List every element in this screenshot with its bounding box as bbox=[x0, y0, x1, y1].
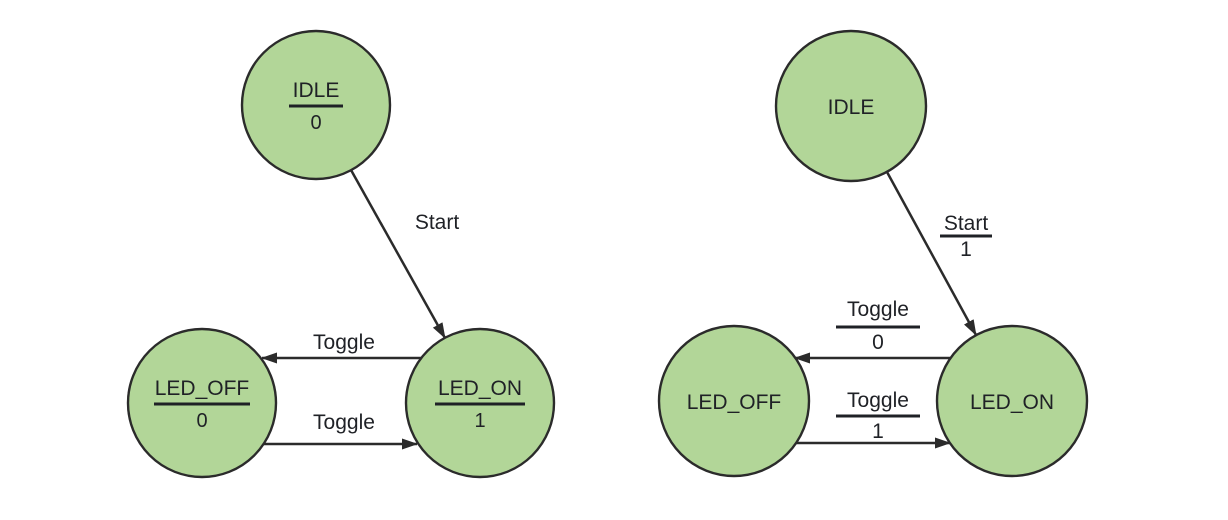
transition-input-label: Toggle bbox=[847, 298, 909, 321]
mealy-state-led-on: LED_ON bbox=[935, 324, 1089, 478]
mealy-diagram: Start 1 Toggle 0 Toggle 1 IDLE LED_OFF bbox=[657, 29, 1089, 478]
mealy-transition-start: Start 1 bbox=[885, 171, 992, 336]
transition-arrow-idle-to-ledon bbox=[885, 171, 978, 336]
moore-state-led-off: LED_OFF 0 bbox=[126, 327, 278, 479]
transition-label: Start bbox=[415, 211, 460, 234]
state-name: LED_ON bbox=[438, 377, 522, 400]
state-name: LED_OFF bbox=[155, 377, 250, 400]
moore-diagram: Start Toggle Toggle IDLE 0 LED_OFF 0 bbox=[126, 29, 556, 479]
transition-output-label: 1 bbox=[960, 238, 972, 261]
state-output: 1 bbox=[474, 410, 485, 432]
transition-input-label: Start bbox=[944, 212, 989, 235]
transition-input-label: Toggle bbox=[847, 389, 909, 412]
moore-transition-toggle-bottom: Toggle bbox=[264, 411, 418, 450]
state-name: IDLE bbox=[828, 96, 875, 119]
transition-output-label: 0 bbox=[872, 331, 884, 354]
moore-transition-start: Start bbox=[349, 169, 460, 339]
moore-transition-toggle-top: Toggle bbox=[261, 331, 421, 364]
state-output: 0 bbox=[196, 410, 207, 432]
state-circle-led-on bbox=[935, 324, 1089, 478]
state-name: LED_OFF bbox=[687, 391, 782, 414]
state-name: IDLE bbox=[293, 79, 340, 102]
state-output: 0 bbox=[310, 112, 321, 134]
transition-output-label: 1 bbox=[872, 420, 884, 443]
moore-state-led-on: LED_ON 1 bbox=[404, 327, 556, 479]
mealy-state-led-off: LED_OFF bbox=[657, 324, 811, 478]
state-name: LED_ON bbox=[970, 391, 1054, 414]
state-circle-led-off bbox=[657, 324, 811, 478]
transition-label: Toggle bbox=[313, 331, 375, 354]
mealy-transition-toggle-bottom: Toggle 1 bbox=[796, 389, 951, 449]
transition-label: Toggle bbox=[313, 411, 375, 434]
mealy-transition-toggle-top: Toggle 0 bbox=[794, 298, 951, 364]
moore-state-idle: IDLE 0 bbox=[240, 29, 392, 181]
state-circle-idle bbox=[774, 29, 928, 183]
mealy-state-idle: IDLE bbox=[774, 29, 928, 183]
transition-arrow-idle-to-ledon bbox=[349, 169, 447, 339]
